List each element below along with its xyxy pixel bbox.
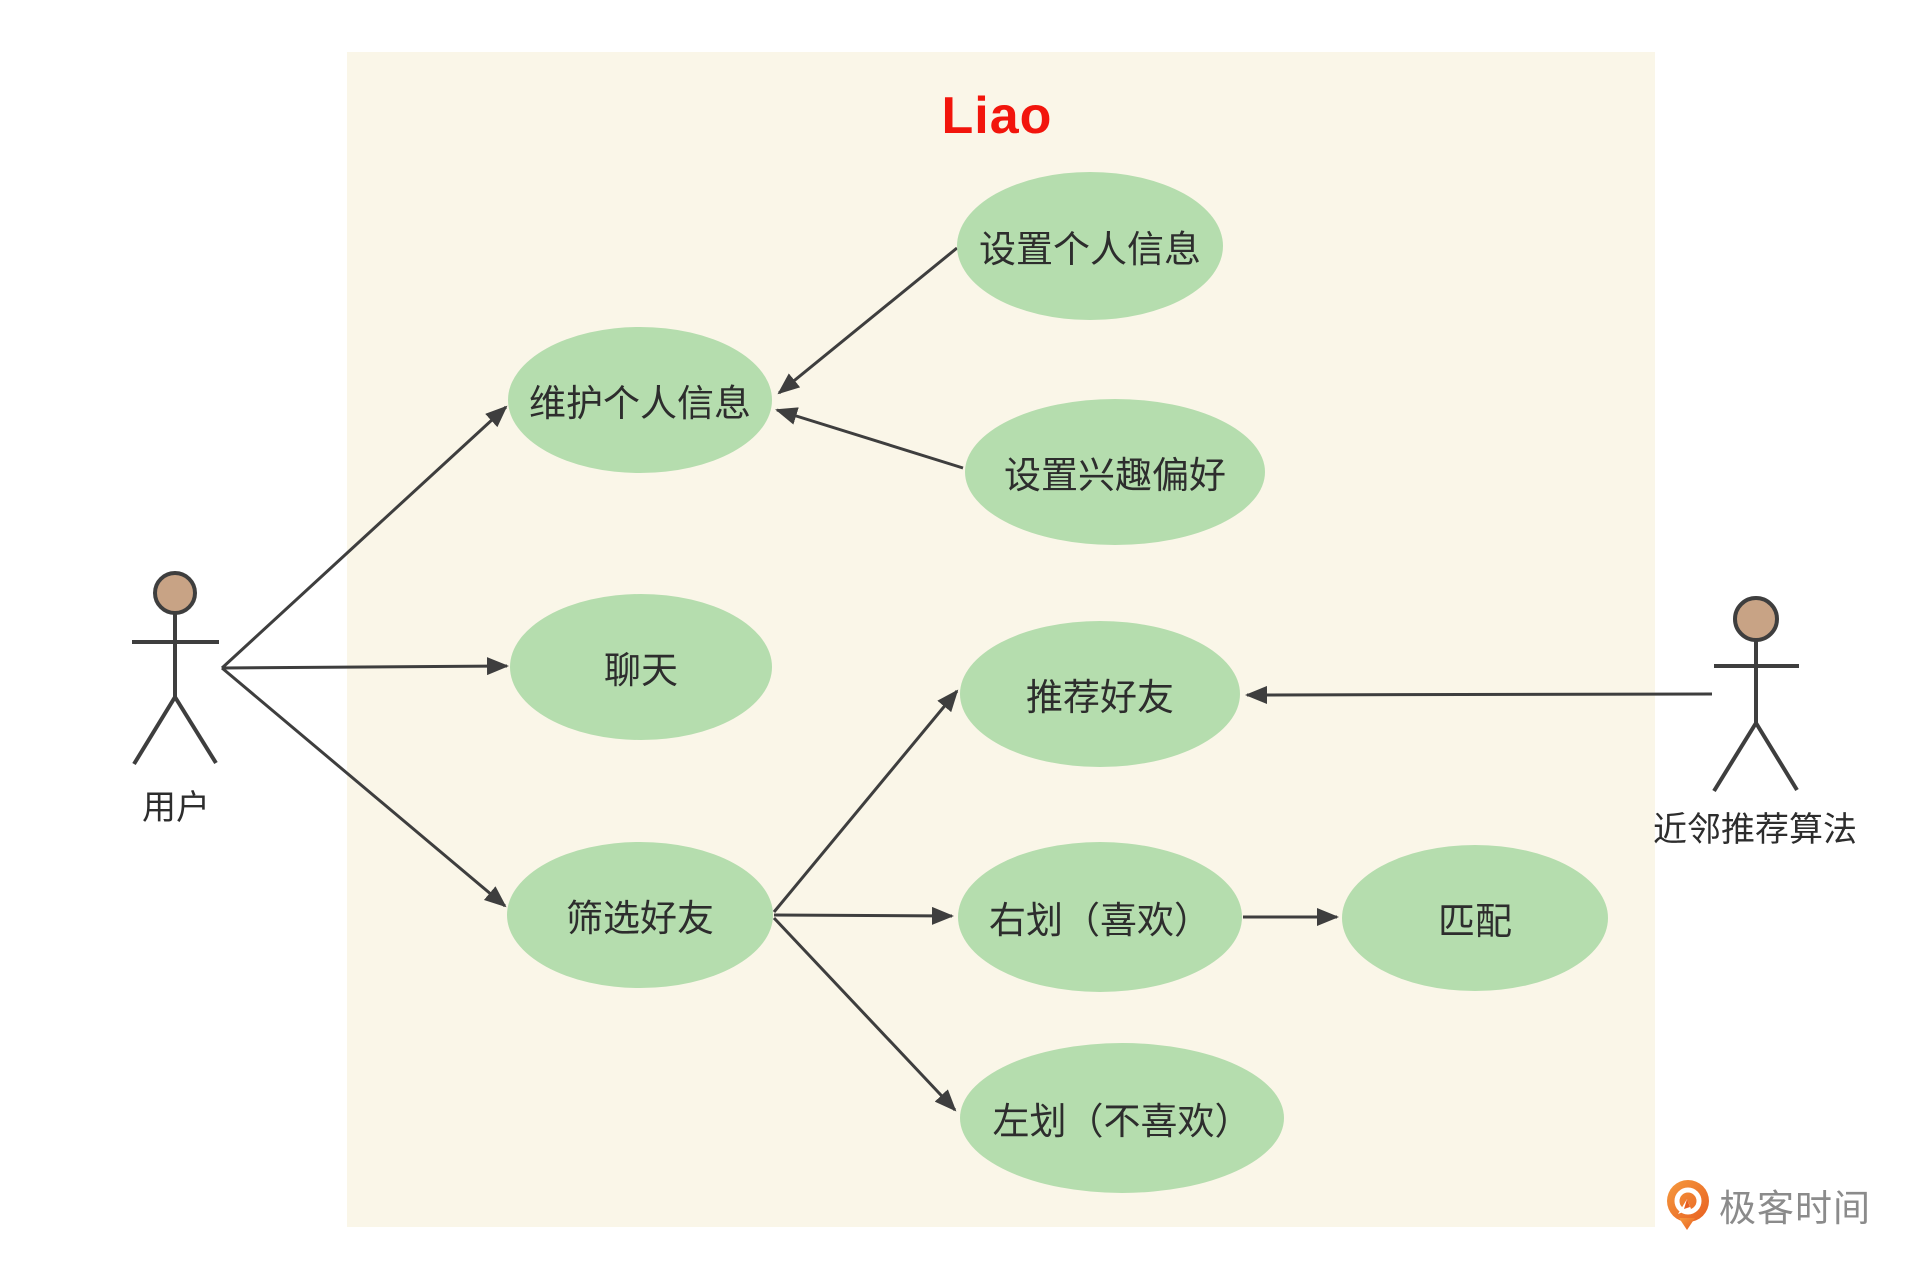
usecase-filter-friends: 筛选好友 (507, 842, 773, 988)
usecase-chat: 聊天 (510, 594, 772, 740)
usecase-swipe-right: 右划（喜欢） (958, 842, 1242, 992)
usecase-maintain-profile-label: 维护个人信息 (529, 383, 751, 424)
edge-user-to-chat (221, 657, 509, 676)
usecase-recommend-friends: 推荐好友 (960, 621, 1240, 767)
actor-user-leg-right (173, 695, 218, 765)
edge-algorithm-to-recommend-friends (1245, 685, 1713, 704)
edge-filter-friends-to-swipe-left (772, 916, 957, 1112)
actor-algorithm-figure (1712, 596, 1799, 793)
actor-algorithm-leg-right (1754, 721, 1799, 792)
actor-user-label: 用户 (142, 789, 210, 827)
edge-set-interests-to-maintain-profile (775, 407, 964, 470)
actor-algorithm-label: 近邻推荐算法 (1653, 811, 1857, 849)
usecase-recommend-friends-label: 推荐好友 (1026, 677, 1174, 718)
usecase-maintain-profile: 维护个人信息 (508, 327, 772, 473)
usecase-set-interests: 设置兴趣偏好 (965, 399, 1265, 545)
edge-user-to-filter-friends (221, 666, 507, 908)
usecase-match: 匹配 (1342, 845, 1608, 991)
actor-algorithm-leg-left (1712, 721, 1758, 793)
usecase-match-label: 匹配 (1438, 901, 1512, 942)
actor-user-head (153, 571, 197, 615)
edge-user-to-maintain-profile (220, 405, 508, 670)
edge-set-profile-to-maintain-profile (777, 246, 958, 395)
edge-filter-friends-to-recommend-friends (772, 689, 959, 913)
usecase-chat-label: 聊天 (604, 650, 678, 691)
geektime-logo-icon (1667, 1180, 1709, 1230)
edge-filter-friends-to-swipe-right (773, 906, 954, 925)
usecase-swipe-left-label: 左划（不喜欢） (992, 1101, 1252, 1142)
actor-user-leg-left (132, 695, 177, 766)
usecase-set-interests-label: 设置兴趣偏好 (1004, 455, 1226, 496)
brand-name: 极客时间 (1719, 1188, 1871, 1229)
usecase-swipe-right-label: 右划（喜欢） (989, 900, 1211, 941)
usecase-swipe-left: 左划（不喜欢） (960, 1043, 1284, 1193)
actor-algorithm-head (1733, 596, 1779, 642)
usecase-set-profile: 设置个人信息 (957, 172, 1223, 320)
brand-watermark: 极客时间 (1665, 1178, 1871, 1232)
usecase-set-profile-label: 设置个人信息 (979, 229, 1201, 270)
usecase-filter-friends-label: 筛选好友 (566, 898, 714, 939)
actor-user-figure (132, 571, 219, 766)
diagram-title: Liao (941, 87, 1053, 145)
